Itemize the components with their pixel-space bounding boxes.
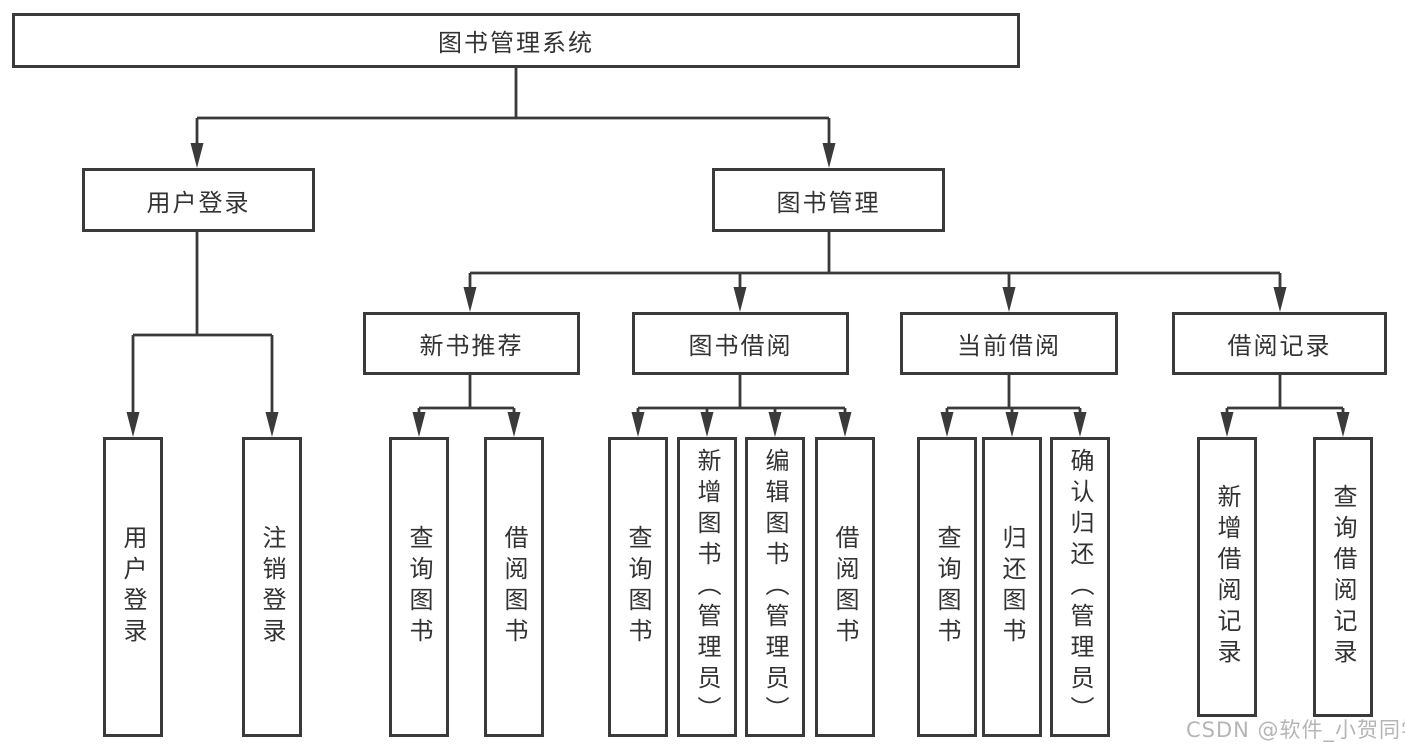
leaf-logout: 注销登录 <box>242 437 302 737</box>
node-borrow-records: 借阅记录 <box>1172 312 1387 375</box>
node-new-book-recommend: 新书推荐 <box>363 312 580 375</box>
connector-user-login-children <box>126 232 279 437</box>
connector-current-borrow-children <box>940 375 1087 437</box>
leaf-user-login: 用户登录 <box>103 437 163 737</box>
leaf-records-add-record: 新增借阅记录 <box>1197 437 1257 717</box>
node-book-management: 图书管理 <box>712 168 945 232</box>
leaf-newbooks-query-book: 查询图书 <box>389 437 449 737</box>
leaf-borrow-add-book-admin: 新增图书（管理员） <box>677 437 737 737</box>
leaf-current-return-book: 归还图书 <box>982 437 1042 737</box>
connector-borrow-records-children <box>1220 375 1350 437</box>
node-user-login: 用户登录 <box>82 168 315 232</box>
leaf-borrow-query-book: 查询图书 <box>608 437 668 737</box>
connector-book-mgmt-children <box>463 232 1287 312</box>
csdn-watermark: CSDN @软件_小贺同学 <box>1186 718 1405 742</box>
connector-new-books-children <box>412 375 521 437</box>
connector-root-to-level2 <box>190 68 836 168</box>
leaf-current-query-book: 查询图书 <box>917 437 977 737</box>
leaf-newbooks-borrow-book: 借阅图书 <box>484 437 544 737</box>
node-book-borrow: 图书借阅 <box>632 312 849 375</box>
leaf-current-confirm-return-admin: 确认归还（管理员） <box>1050 437 1110 737</box>
leaf-records-query-record: 查询借阅记录 <box>1313 437 1373 717</box>
node-current-borrow: 当前借阅 <box>900 312 1118 375</box>
leaf-borrow-borrow-book: 借阅图书 <box>815 437 875 737</box>
leaf-borrow-edit-book-admin: 编辑图书（管理员） <box>745 437 805 737</box>
node-root-system: 图书管理系统 <box>12 13 1020 68</box>
connector-book-borrow-children <box>631 375 852 437</box>
